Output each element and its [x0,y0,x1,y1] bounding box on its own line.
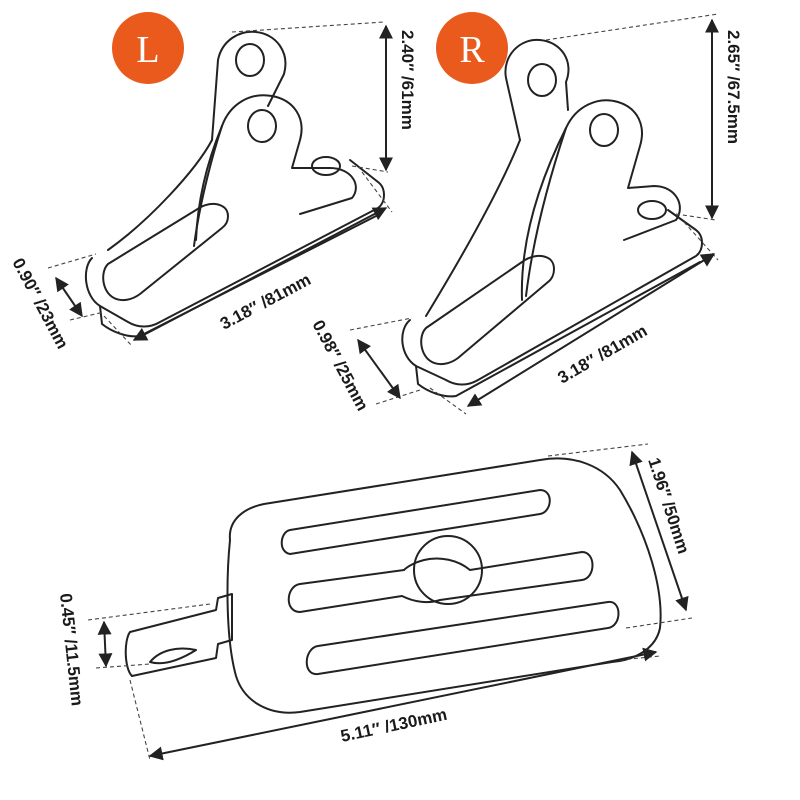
badge-left-label: L [136,29,159,71]
left-height-dimension: 2.40″ /61mm [231,21,417,173]
left-rear-hole [235,43,265,77]
footpeg-pin-slot [149,647,197,665]
badge-left-circle [112,12,184,84]
right-thickness-arrow [357,338,401,400]
left-ear-gusset [107,139,213,251]
left-thickness-label: 0.90″ /23mm [8,255,72,352]
footpeg-center-boss [413,535,483,605]
footpeg-width-label: 1.96″ /50mm [644,455,693,556]
left-front-ear [195,94,357,241]
right-height-label: 2.65″ /67.5mm [724,30,743,144]
footpeg-pin-label: 0.45″ /11.5mm [56,592,87,706]
badge-right: R [436,12,508,84]
footpeg-pin-arrow [97,620,113,668]
left-rear-ear [211,30,287,141]
left-base-hole [311,156,341,176]
left-base-slot [102,202,229,302]
right-thickness-label: 0.98″ /25mm [308,317,372,414]
right-base-edge [415,261,701,398]
left-ear-web [193,125,223,247]
footpeg-drawing [124,457,662,714]
footpeg-width-arrow [629,450,689,612]
right-base-hole [637,200,667,220]
left-height-label: 2.40″ /61mm [398,30,417,130]
footpeg-body [226,457,662,714]
footpeg-length-label: 5.11″ /130mm [339,705,449,746]
badge-right-circle [436,12,508,84]
right-rear-ear [504,38,570,141]
right-length-arrow [466,253,716,407]
footpeg-pin-dimension: 0.45″ /11.5mm [56,592,211,707]
right-height-dimension: 2.65″ /67.5mm [545,13,743,221]
footpeg-groove-3 [305,600,620,676]
footpeg-length-arrow [148,647,658,761]
left-base-plate [84,159,385,328]
footpeg-width-dimension: 1.96″ /50mm [547,443,693,629]
right-front-hole [589,113,619,147]
left-length-label: 3.18″ /81mm [217,270,314,334]
left-thickness-dimension: 0.90″ /23mm [8,253,105,352]
right-rear-hole [527,63,557,97]
right-bracket-drawing [401,38,703,398]
right-length-dimension: 3.18″ /81mm [429,221,719,415]
left-length-arrow [132,207,388,341]
footpeg-pin [124,593,233,677]
badge-left: L [112,12,184,84]
right-front-ear [520,99,681,301]
footpeg-length-dimension: 5.11″ /130mm [129,647,661,761]
footpeg-groove-center [287,551,594,613]
right-length-label: 3.18″ /81mm [555,321,651,387]
footpeg-groove-1 [280,489,551,555]
right-ear-gusset [425,139,521,317]
left-thickness-arrow [55,276,83,318]
right-ear-web [525,127,567,297]
right-base-plate [401,209,703,386]
left-front-hole [247,109,277,143]
badge-right-label: R [459,29,485,71]
